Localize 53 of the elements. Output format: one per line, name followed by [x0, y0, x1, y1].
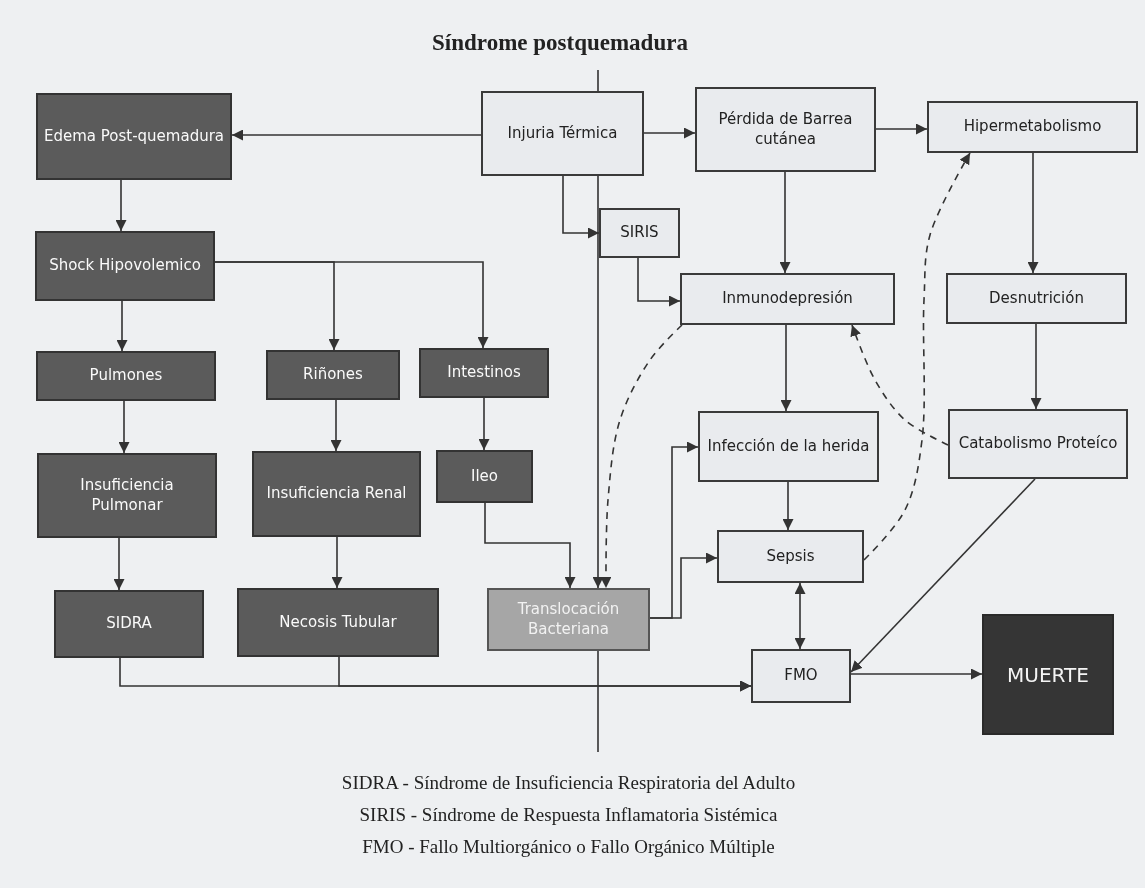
- process-box: Edema Post-quemadura: [36, 93, 232, 180]
- arrow: [484, 502, 576, 589]
- process-box: Hipermetabolismo: [927, 101, 1138, 153]
- process-box: Inmunodepresión: [680, 273, 895, 325]
- arrow: [113, 537, 125, 591]
- process-box: Insuficiencia Renal: [252, 451, 421, 537]
- arrow: [780, 324, 792, 412]
- arrow: [1030, 323, 1042, 410]
- arrow: [794, 582, 806, 650]
- footnote: FMO - Fallo Multiorgánico o Fallo Orgánico Múltiple: [362, 836, 775, 857]
- arrow: [115, 179, 127, 232]
- dashed-arrow: [600, 324, 683, 589]
- process-box: Desnutrición: [946, 273, 1127, 324]
- footnote: SIDRA - Síndrome de Insuficiencia Respiratoria del Adulto: [341, 772, 796, 793]
- process-box: SIRIS: [599, 208, 680, 258]
- arrow: [875, 123, 928, 135]
- process-box: SIDRA: [54, 590, 204, 658]
- arrow: [118, 400, 130, 454]
- process-box: Sepsis: [717, 530, 864, 583]
- process-box: Injuria Térmica: [481, 91, 644, 176]
- arrow: [214, 261, 489, 349]
- process-box: Infección de la herida: [698, 411, 879, 482]
- process-box: FMO: [751, 649, 851, 703]
- dashed-arrow: [863, 152, 971, 561]
- arrow: [649, 552, 718, 619]
- arrow: [116, 300, 128, 352]
- arrow: [637, 257, 681, 307]
- process-box: Necosis Tubular: [237, 588, 439, 657]
- process-box: Intestinos: [419, 348, 549, 398]
- arrow: [592, 175, 604, 589]
- process-box: Insuficiencia Pulmonar: [37, 453, 217, 538]
- dashed-arrow: [850, 324, 949, 446]
- process-box: Ileo: [436, 450, 533, 503]
- process-box: Riñones: [266, 350, 400, 400]
- process-box: Pulmones: [36, 351, 216, 401]
- arrow: [330, 399, 342, 452]
- outcome-box: MUERTE: [982, 614, 1114, 735]
- arrow: [331, 536, 343, 589]
- process-box: Pérdida de Barrea cutánea: [695, 87, 876, 172]
- arrow: [850, 668, 983, 680]
- arrow: [231, 129, 482, 141]
- arrow: [643, 127, 696, 139]
- arrow: [779, 171, 791, 274]
- arrow: [1027, 152, 1039, 274]
- arrow: [338, 656, 752, 692]
- footnote: SIRIS - Síndrome de Respuesta Inflamatoria Sistémica: [359, 804, 778, 825]
- arrow: [782, 481, 794, 531]
- process-box: Shock Hipovolemico: [35, 231, 215, 301]
- arrow: [478, 397, 490, 451]
- process-box: Translocación Bacteriana: [487, 588, 650, 651]
- arrow: [850, 478, 1036, 673]
- arrow: [562, 175, 600, 239]
- process-box: Catabolismo Proteíco: [948, 409, 1128, 479]
